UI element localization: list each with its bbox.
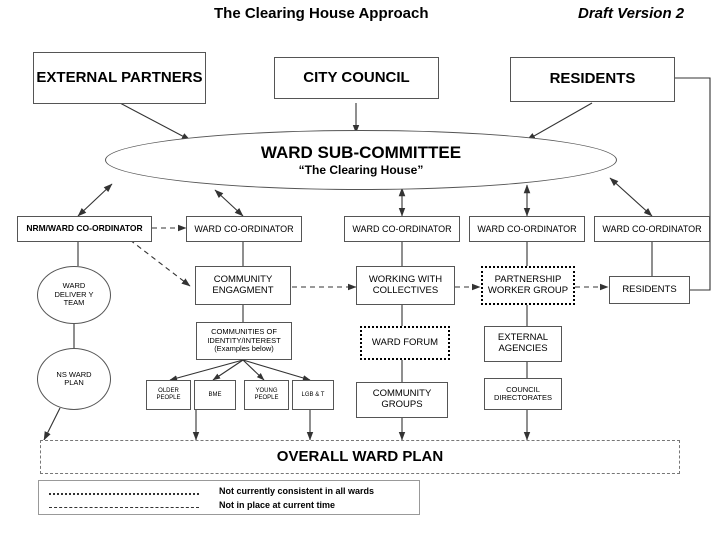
node-label: WARD CO-ORDINATOR [352,223,452,234]
node-label: BME [208,391,222,398]
node-label: COMMUNITIES OF IDENTITY/INTEREST [207,327,281,345]
node-label: YOUNG PEOPLE [254,388,279,401]
node-label: EXTERNAL PARTNERS [36,68,203,86]
node-example-bme[interactable]: BME [194,380,236,410]
node-external-agencies[interactable]: EXTERNAL AGENCIES [484,326,562,362]
node-label: WARD DELIVER Y TEAM [54,281,94,308]
node-example-lgbt[interactable]: LGB & T [292,380,334,410]
node-label: NRM/WARD CO-ORDINATOR [26,223,143,234]
node-residents-top[interactable]: RESIDENTS [510,57,675,102]
node-ns-ward-plan[interactable]: NS WARD PLAN [37,348,111,410]
node-label: WARD CO-ORDINATOR [602,223,702,234]
node-partnership-worker-group[interactable]: PARTNERSHIP WORKER GROUP [481,266,575,305]
node-ward-sub-committee[interactable]: WARD SUB-COMMITTEE “The Clearing House” [105,130,617,190]
legend-dotted-line-sample [49,493,199,495]
node-label: WARD CO-ORDINATOR [194,223,294,234]
node-label: PARTNERSHIP WORKER GROUP [487,273,569,296]
node-label: WORKING WITH COLLECTIVES [368,273,443,296]
node-label: OLDER PEOPLE [156,388,181,401]
legend-dashed-line-sample [49,507,199,508]
node-label: WARD CO-ORDINATOR [477,223,577,234]
node-label: RESIDENTS [549,70,636,88]
hub-subtitle: “The Clearing House” [298,162,424,177]
node-overall-ward-plan[interactable]: OVERALL WARD PLAN [40,440,680,474]
legend-row-dashed: Not in place at current time [39,500,419,515]
node-label: LGB & T [301,391,325,398]
node-ward-coordinator-4[interactable]: WARD CO-ORDINATOR [469,216,585,242]
hub-title: WARD SUB-COMMITTEE [260,142,462,162]
legend: Not currently consistent in all wards No… [38,480,420,515]
node-community-groups[interactable]: COMMUNITY GROUPS [356,382,448,418]
node-label: EXTERNAL AGENCIES [497,332,549,354]
node-label: OVERALL WARD PLAN [276,447,444,465]
node-label: RESIDENTS [622,283,677,295]
node-note: (Examples below) [214,344,274,354]
legend-row-dotted: Not currently consistent in all wards [39,486,419,501]
version-label: Draft Version 2 [578,5,685,22]
node-ward-coordinator-2[interactable]: WARD CO-ORDINATOR [186,216,302,242]
node-label: COMMUNITY ENGAGMENT [212,273,274,296]
node-example-older-people[interactable]: OLDER PEOPLE [146,380,191,410]
node-council-directorates[interactable]: COUNCIL DIRECTORATES [484,378,562,410]
legend-label: Not in place at current time [219,500,336,510]
node-label: NS WARD PLAN [56,369,92,387]
node-city-council[interactable]: CITY COUNCIL [274,57,439,99]
node-external-partners[interactable]: EXTERNAL PARTNERS [33,52,206,104]
node-label: COUNCIL DIRECTORATES [493,384,553,402]
node-ward-coordinator-3[interactable]: WARD CO-ORDINATOR [344,216,460,242]
node-ward-delivery-team[interactable]: WARD DELIVER Y TEAM [37,266,111,324]
node-label: COMMUNITY GROUPS [372,388,432,410]
node-ward-forum[interactable]: WARD FORUM [360,326,450,360]
node-example-young-people[interactable]: YOUNG PEOPLE [244,380,289,410]
node-label: WARD FORUM [371,336,439,348]
page-title: The Clearing House Approach [214,5,429,22]
node-label: CITY COUNCIL [303,68,410,86]
node-residents-bottom[interactable]: RESIDENTS [609,276,690,304]
node-community-engagement[interactable]: COMMUNITY ENGAGMENT [195,266,291,305]
node-communities-of-identity[interactable]: COMMUNITIES OF IDENTITY/INTEREST (Exampl… [196,322,292,360]
legend-label: Not currently consistent in all wards [219,486,375,496]
node-ward-coordinator-5[interactable]: WARD CO-ORDINATOR [594,216,710,242]
node-nrm-ward-coordinator[interactable]: NRM/WARD CO-ORDINATOR [17,216,152,242]
node-working-with-collectives[interactable]: WORKING WITH COLLECTIVES [356,266,455,305]
